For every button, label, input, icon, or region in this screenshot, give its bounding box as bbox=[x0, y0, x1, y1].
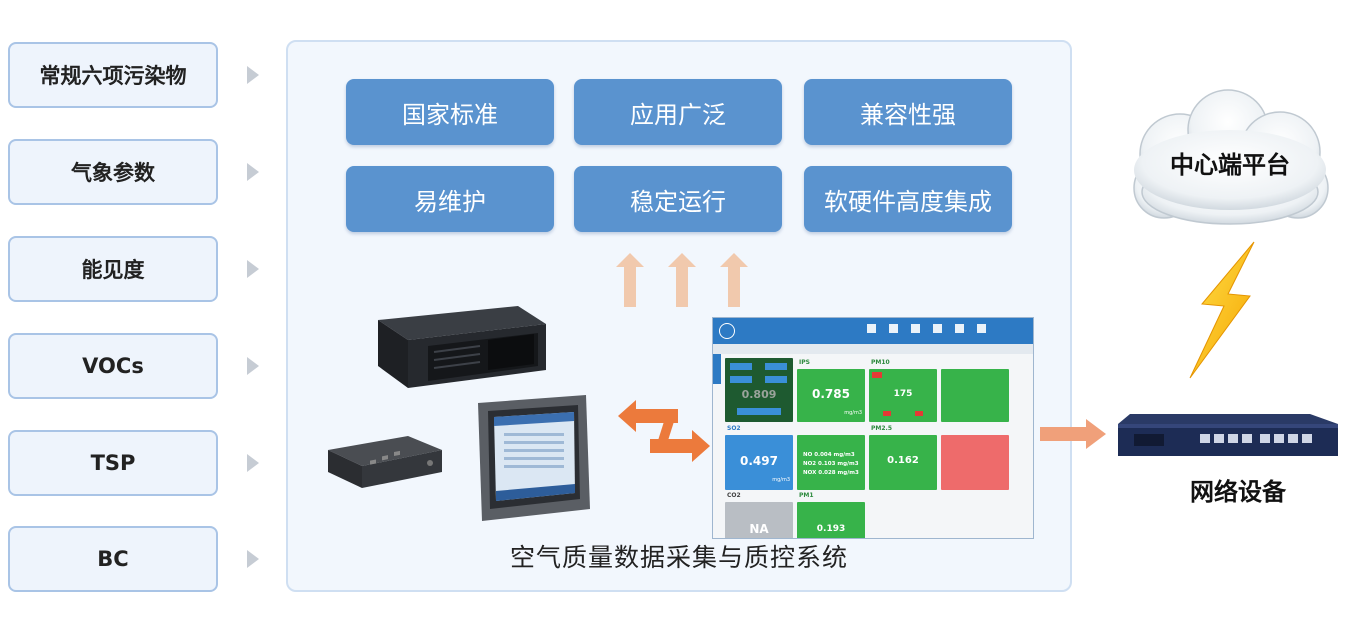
feature-compatible: 兼容性强 bbox=[804, 79, 1012, 145]
tile-label: IPS bbox=[799, 359, 810, 366]
embedded-pc-image bbox=[328, 436, 442, 488]
chevron-right-icon bbox=[247, 66, 259, 84]
tile-label: SO2 bbox=[727, 425, 741, 432]
tile-value: 0.809 bbox=[741, 388, 777, 401]
tile-cal bbox=[941, 369, 1009, 422]
panel-pc-image bbox=[478, 395, 590, 521]
software-screenshot: 0.809 IPS 0.785 mg/m3 PM10 175 SO2 0.497… bbox=[712, 317, 1034, 539]
software-statusbar bbox=[713, 344, 1033, 354]
tile-label: CO2 bbox=[727, 492, 741, 499]
network-device-image bbox=[1118, 414, 1338, 456]
tile-pm10: 175 bbox=[869, 369, 937, 422]
tile-unit: mg/m3 bbox=[772, 477, 790, 483]
side-tab bbox=[713, 354, 721, 384]
center-platform-label: 中心端平台 bbox=[1170, 151, 1290, 179]
tile-value: 0.497 bbox=[740, 454, 778, 468]
chevron-right-icon bbox=[247, 357, 259, 375]
lightning-icon bbox=[1189, 241, 1255, 379]
tile-value: 175 bbox=[893, 389, 913, 399]
toolbar-icon bbox=[955, 324, 964, 333]
tile-label: PM10 bbox=[871, 359, 890, 366]
tile-value: 0.162 bbox=[887, 455, 919, 466]
toolbar-icon bbox=[977, 324, 986, 333]
no-line: NO 0.004 mg/m3 bbox=[803, 452, 855, 458]
input-pollutants: 常规六项污染物 bbox=[8, 42, 218, 108]
nox-line: NOX 0.028 mg/m3 bbox=[803, 470, 859, 476]
toolbar-icon bbox=[889, 324, 898, 333]
toolbar-icon bbox=[867, 324, 876, 333]
chevron-right-icon bbox=[247, 550, 259, 568]
input-meteorology: 气象参数 bbox=[8, 139, 218, 205]
tile-value: 0.785 bbox=[812, 387, 850, 401]
input-visibility: 能见度 bbox=[8, 236, 218, 302]
feature-integration: 软硬件高度集成 bbox=[804, 166, 1012, 232]
tile-ips: 0.785 mg/m3 bbox=[797, 369, 865, 422]
network-device-label: 网络设备 bbox=[1190, 478, 1286, 506]
chevron-right-icon bbox=[247, 163, 259, 181]
cloud-icon bbox=[1133, 89, 1329, 225]
tile-label: PM2.5 bbox=[871, 425, 892, 432]
software-header bbox=[713, 318, 1033, 344]
tile-no: NO 0.004 mg/m3 NO2 0.103 mg/m3 NOX 0.028… bbox=[797, 435, 865, 490]
tile-unit: mg/m3 bbox=[844, 410, 862, 416]
feature-wide-application: 应用广泛 bbox=[574, 79, 782, 145]
tile-left: 0.809 bbox=[725, 358, 793, 422]
tile-pm25: 0.162 bbox=[869, 435, 937, 490]
rack-server-image bbox=[378, 306, 546, 388]
toolbar-icon bbox=[911, 324, 920, 333]
no2-line: NO2 0.103 mg/m3 bbox=[803, 461, 859, 467]
feature-stable-operation: 稳定运行 bbox=[574, 166, 782, 232]
chevron-right-icon bbox=[247, 260, 259, 278]
bidirectional-arrow-icon bbox=[618, 400, 710, 462]
system-title: 空气质量数据采集与质控系统 bbox=[509, 543, 848, 572]
tile-so2: 0.497 mg/m3 bbox=[725, 435, 793, 490]
input-tsp: TSP bbox=[8, 430, 218, 496]
input-vocs: VOCs bbox=[8, 333, 218, 399]
chevron-right-icon bbox=[247, 454, 259, 472]
toolbar-icon bbox=[933, 324, 942, 333]
logo-icon bbox=[719, 323, 735, 339]
tile-value: 0.193 bbox=[816, 524, 846, 534]
input-bc: BC bbox=[8, 526, 218, 592]
tile-value: NA bbox=[749, 522, 769, 536]
feature-easy-maintenance: 易维护 bbox=[346, 166, 554, 232]
tile-label: PM1 bbox=[799, 492, 814, 499]
up-arrow-icon bbox=[668, 253, 696, 307]
up-arrow-icon bbox=[720, 253, 748, 307]
tile-co2: NA bbox=[725, 502, 793, 538]
right-arrow-icon bbox=[1040, 419, 1106, 449]
tile-pm1: 0.193 bbox=[797, 502, 865, 538]
tile-weather bbox=[941, 435, 1009, 490]
feature-national-standard: 国家标准 bbox=[346, 79, 554, 145]
up-arrow-icon bbox=[616, 253, 644, 307]
